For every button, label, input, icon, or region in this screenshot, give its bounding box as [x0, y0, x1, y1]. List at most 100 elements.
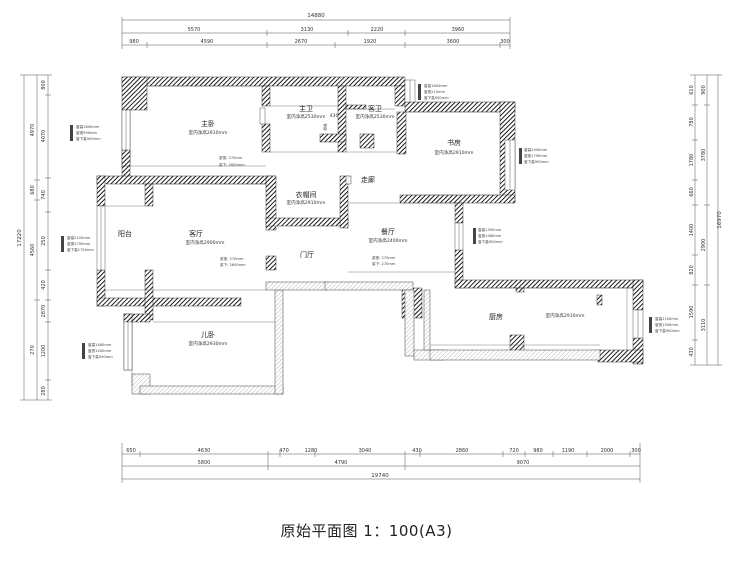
win-note-kitchen-3: 窗下高900mm — [655, 328, 680, 333]
room-kids-height: 室内净高2930mm — [188, 340, 228, 347]
room-guest-bath: 客卫 — [368, 104, 382, 113]
dim-top-4: 3960 — [452, 27, 465, 33]
dim-left2-4: 250 — [41, 236, 47, 246]
dim-right-8: 430 — [689, 347, 695, 357]
drawing-title: 原始平面图 1：100(A3) — [280, 522, 453, 540]
room-living-beam1: 梁宽: 270mm — [220, 256, 244, 261]
dim-right-3: 1780 — [689, 154, 695, 167]
win-note-kids-3: 窗下高900mm — [88, 354, 113, 359]
dim-left2-1: 800 — [41, 80, 47, 90]
dim-top2-4: 1920 — [364, 39, 377, 45]
room-cloakroom: 衣帽间 — [296, 190, 317, 199]
room-study: 书房 — [447, 138, 461, 147]
dim-left2-2: 4070 — [41, 130, 47, 143]
room-master-bath: 主卫 — [299, 104, 313, 113]
dim-top2-3: 2670 — [295, 39, 308, 45]
room-labels: 主卧 室内净高2910mm 梁宽: 270mm 梁下: 2600mm 主卫 室内… — [118, 104, 585, 347]
room-master-beam2: 梁下: 2600mm — [219, 162, 245, 167]
win-note-kids-1: 窗高1480mm — [88, 342, 112, 347]
dim-top2-2: 4590 — [201, 39, 214, 45]
windows — [96, 79, 644, 371]
dim-right-total: 16970 — [717, 211, 723, 229]
walls-partition — [131, 175, 601, 395]
room-living-beam2: 梁下: 2600mm — [220, 262, 246, 267]
room-kids: 儿卧 — [201, 331, 215, 339]
dim-top-1: 5570 — [188, 27, 201, 33]
dim-bot-4: 1280 — [305, 448, 318, 454]
dim-top2-6: 300 — [500, 39, 510, 45]
dim-bot-8: 720 — [509, 448, 519, 454]
dim-bot2-2: 4790 — [335, 460, 348, 466]
dim-top-2: 3130 — [301, 27, 314, 33]
room-corridor: 走廊 — [361, 175, 375, 184]
room-master-beam1: 梁宽: 270mm — [219, 155, 243, 160]
win-note-balcony-1: 窗高2100mm — [67, 235, 91, 240]
room-kitchen: 厨房 — [489, 312, 503, 321]
dim-bot2-1: 5800 — [198, 460, 211, 466]
dim-right2-1: 900 — [701, 85, 707, 95]
dim-right-7: 1590 — [689, 306, 695, 319]
win-note-study-3: 窗下高900mm — [524, 159, 549, 164]
dim-left2-5: 420 — [41, 280, 47, 290]
dim-right2-2: 3780 — [701, 149, 707, 162]
win-note-dining-1: 窗高1300mm — [478, 227, 502, 232]
dim-bot2-3: 9070 — [517, 460, 530, 466]
dim-bot-7: 2860 — [456, 448, 469, 454]
dim-right2-3: 2900 — [701, 239, 707, 252]
room-balcony: 阳台 — [118, 229, 132, 238]
win-note-kitchen-2: 窗宽1500mm — [655, 322, 679, 327]
dim-left-2: 680 — [30, 185, 36, 195]
dim-bot-12: 300 — [631, 448, 641, 454]
dim-right-5: 1400 — [689, 224, 695, 237]
win-note-dining-3: 窗下高900mm — [478, 239, 503, 244]
room-study-height: 室内净高2910mm — [434, 149, 474, 156]
room-living: 客厅 — [189, 229, 203, 238]
win-note-study-2: 窗宽1790mm — [524, 153, 548, 158]
dim-bot-3: 470 — [279, 448, 289, 454]
dimension-lines — [20, 17, 722, 483]
room-master-bedroom-height: 室内净高2910mm — [188, 129, 228, 136]
win-note-study-1: 窗高2400mm — [524, 147, 548, 152]
dim-top-3: 2220 — [371, 27, 384, 33]
room-dining-beam2: 梁下: 270mm — [372, 261, 396, 266]
room-cloakroom-height: 室内净高2910mm — [286, 199, 326, 206]
win-note-balcony-3: 窗下高1750mm — [67, 247, 94, 252]
window-notes: 窗高1800mm 窗宽990mm 窗下高900mm 窗高1600mm 窗宽210… — [67, 83, 680, 359]
dim-left2-6: 2870 — [41, 305, 47, 318]
dim-top2-5: 3600 — [447, 39, 460, 45]
win-note-master-2: 窗宽990mm — [76, 130, 98, 135]
dim-right-2: 780 — [689, 117, 695, 127]
dim-bot-9: 980 — [533, 448, 543, 454]
win-note-balcony-2: 窗宽2790mm — [67, 241, 91, 246]
room-foyer: 门厅 — [300, 250, 314, 259]
room-outlines — [105, 85, 633, 386]
dim-left2-8: 280 — [41, 386, 47, 396]
dim-right-4: 660 — [689, 187, 695, 197]
dimension-labels: 14880 5570 3130 2220 3960 980 4590 2670 … — [17, 13, 723, 479]
win-note-top-2: 窗宽210mm — [424, 89, 446, 94]
dim-right2-4: 3110 — [701, 319, 707, 332]
note-markers — [61, 84, 652, 359]
room-master-bath-pipe: 管道 — [323, 123, 328, 131]
dim-top-total: 14880 — [307, 13, 325, 19]
room-living-height: 室内净高2900mm — [185, 239, 225, 246]
dim-right-6: 820 — [689, 265, 695, 275]
room-dining-beam1: 梁宽: 270mm — [372, 255, 396, 260]
dim-left2-7: 1200 — [41, 345, 47, 358]
dim-left-1: 4970 — [30, 124, 36, 137]
win-note-top-1: 窗高1600mm — [424, 83, 448, 88]
room-master-bath-height: 室内净高2530mm — [286, 113, 326, 120]
dim-left2-3: 740 — [41, 190, 47, 200]
room-dining: 餐厅 — [381, 227, 395, 236]
dim-bot-5: 3040 — [359, 448, 372, 454]
dim-right-1: 610 — [689, 85, 695, 95]
room-master-bedroom: 主卧 — [201, 119, 215, 128]
walls-structural — [96, 76, 644, 371]
dim-bot-2: 4630 — [198, 448, 211, 454]
win-note-dining-2: 窗宽1480mm — [478, 233, 502, 238]
dim-left-4: 270 — [30, 345, 36, 355]
dim-left-total: 17220 — [17, 229, 23, 247]
win-note-top-3: 窗下高900mm — [424, 95, 449, 100]
dim-top2-1: 980 — [129, 39, 139, 45]
